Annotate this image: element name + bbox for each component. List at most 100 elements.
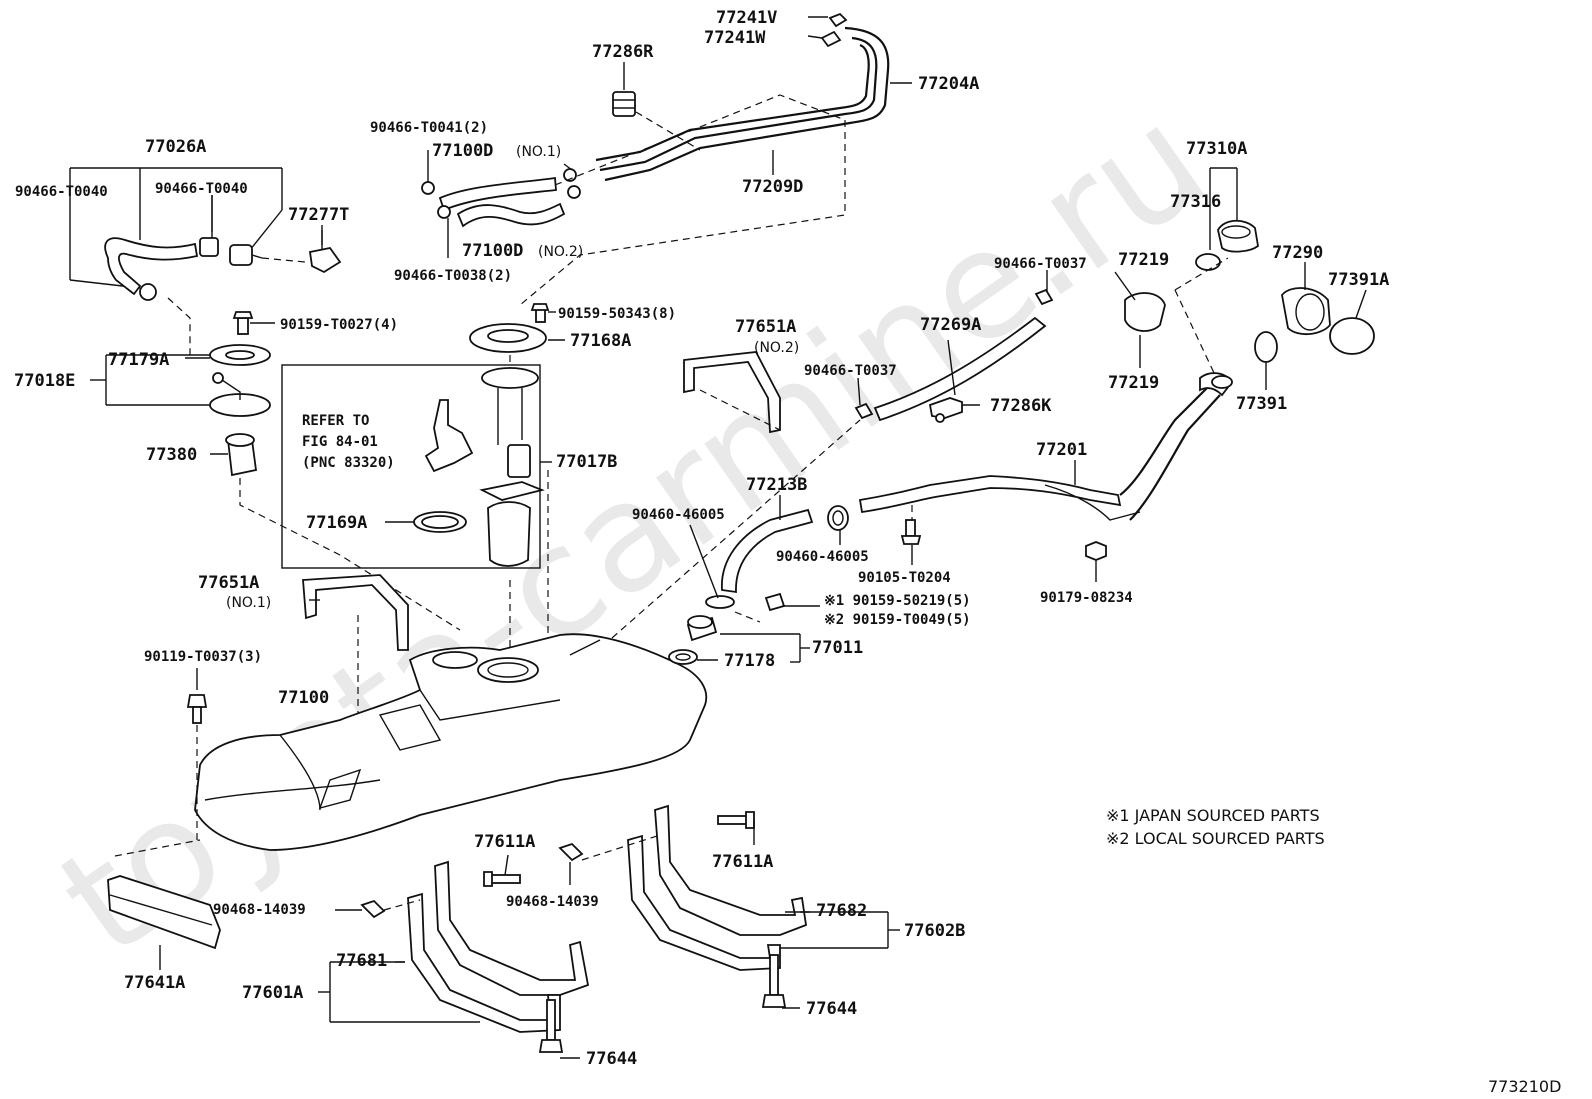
label-77286k[interactable]: 77286K xyxy=(990,396,1052,416)
clip-90466-t0037-top[interactable] xyxy=(1034,288,1054,306)
clip-90466-t0037-mid[interactable] xyxy=(854,402,874,420)
label-77169a[interactable]: 77169A xyxy=(306,513,367,533)
label-77681[interactable]: 77681 xyxy=(336,951,387,971)
label-77380[interactable]: 77380 xyxy=(146,445,197,465)
label-90159-50219[interactable]: ※1 90159-50219(5) xyxy=(824,593,971,609)
band-77682[interactable] xyxy=(627,804,807,971)
label-77316[interactable]: 77316 xyxy=(1170,192,1221,212)
label-90159-t0027[interactable]: 90159-T0027(4) xyxy=(280,317,398,333)
label-90460-46005-a[interactable]: 90460-46005 xyxy=(632,507,725,523)
label-77100[interactable]: 77100 xyxy=(278,688,329,708)
label-77018e[interactable]: 77018E xyxy=(14,371,75,391)
hose-77100d-no2[interactable] xyxy=(456,202,566,228)
clip-77241v[interactable] xyxy=(828,12,848,28)
gasket-77169a[interactable] xyxy=(413,511,467,533)
label-77277t[interactable]: 77277T xyxy=(288,205,349,225)
label-90468-14039-a[interactable]: 90468-14039 xyxy=(213,902,306,918)
label-90179-08234[interactable]: 90179-08234 xyxy=(1040,590,1133,606)
fuel-filter-77380[interactable] xyxy=(225,433,258,477)
label-77391a[interactable]: 77391A xyxy=(1328,270,1389,290)
label-90466-t0037-b[interactable]: 90466-T0037 xyxy=(804,363,897,379)
label-90466-t0040-b[interactable]: 90466-T0040 xyxy=(155,181,248,197)
label-77611a-a[interactable]: 77611A xyxy=(474,832,535,852)
seal-77391[interactable] xyxy=(1254,331,1278,363)
seal-77391a[interactable] xyxy=(1329,317,1375,355)
label-77178[interactable]: 77178 xyxy=(724,651,775,671)
bolt-90159-t0027[interactable] xyxy=(232,311,254,335)
label-77100d-no1[interactable]: 77100D xyxy=(432,141,493,161)
filler-pipe-sub-77011[interactable] xyxy=(686,615,718,642)
label-77241w[interactable]: 77241W xyxy=(704,28,766,48)
gasket-77179a[interactable] xyxy=(209,344,271,366)
retainer-ring-77168a[interactable] xyxy=(469,323,547,353)
label-77017b[interactable]: 77017B xyxy=(556,452,617,472)
label-77682[interactable]: 77682 xyxy=(816,901,867,921)
label-77168a[interactable]: 77168A xyxy=(570,331,631,351)
cap-gasket-77316[interactable] xyxy=(1195,253,1221,271)
protector-77651a-no1[interactable] xyxy=(302,574,409,651)
label-90119-t0037[interactable]: 90119-T0037(3) xyxy=(144,649,262,665)
label-77011[interactable]: 77011 xyxy=(812,638,863,658)
label-90466-t0041[interactable]: 90466-T0041(2) xyxy=(370,120,488,136)
inlet-housing-77290[interactable] xyxy=(1281,287,1331,335)
label-77213b[interactable]: 77213B xyxy=(746,475,807,495)
breather-hose-77269a[interactable] xyxy=(873,316,1047,422)
clip-90468-14039-right[interactable] xyxy=(558,842,584,862)
bolt-90105-t0204[interactable] xyxy=(900,519,922,545)
label-77611a-b[interactable]: 77611A xyxy=(712,852,773,872)
label-90105-t0204[interactable]: 90105-T0204 xyxy=(858,570,951,586)
nut-90179-08234[interactable] xyxy=(1085,541,1107,561)
bolt-90159-50343[interactable] xyxy=(530,303,550,323)
label-77204a[interactable]: 77204A xyxy=(918,74,979,94)
filler-pipe-77201[interactable] xyxy=(858,372,1234,521)
grommet-77219-top[interactable] xyxy=(1124,292,1166,332)
bolt-77644-right[interactable] xyxy=(761,954,787,1008)
label-77201[interactable]: 77201 xyxy=(1036,440,1087,460)
label-77219-b[interactable]: 77219 xyxy=(1108,373,1159,393)
clamp-77286r[interactable] xyxy=(612,91,636,117)
label-77644-b[interactable]: 77644 xyxy=(806,999,857,1019)
hose-77100d-no1[interactable] xyxy=(438,176,557,212)
hose-clamp-90460-46005-lower[interactable] xyxy=(705,595,735,609)
filler-hose-77213b[interactable] xyxy=(721,508,814,594)
label-77269a[interactable]: 77269A xyxy=(920,315,981,335)
refer-line2[interactable]: FIG 84-01 xyxy=(302,434,378,450)
fuel-cap-77310a[interactable] xyxy=(1217,219,1259,253)
fuel-pump-reference[interactable] xyxy=(424,399,474,473)
label-77602b[interactable]: 77602B xyxy=(904,921,965,941)
label-77290[interactable]: 77290 xyxy=(1272,243,1323,263)
label-77219-a[interactable]: 77219 xyxy=(1118,250,1169,270)
hose-77026a[interactable] xyxy=(104,237,219,301)
label-90159-50343[interactable]: 90159-50343(8) xyxy=(558,306,676,322)
hose-clamps-top[interactable] xyxy=(421,150,581,258)
bolt-77611a-left[interactable] xyxy=(483,871,521,887)
gasket-77178[interactable] xyxy=(668,649,698,665)
label-90466-t0038[interactable]: 90466-T0038(2) xyxy=(394,268,512,284)
label-90159-t0049[interactable]: ※2 90159-T0049(5) xyxy=(824,612,971,628)
protector-77641a[interactable] xyxy=(107,875,221,950)
fuel-pump-assembly-77017b[interactable] xyxy=(479,367,545,501)
label-77651a-no2[interactable]: 77651A xyxy=(735,317,796,337)
label-77100d-no2[interactable]: 77100D xyxy=(462,241,523,261)
charcoal-canister-valve-77277t[interactable] xyxy=(229,230,342,274)
bolt-90159-50219[interactable] xyxy=(764,592,786,612)
clip-90468-14039-left[interactable] xyxy=(360,899,386,919)
clamp-77286k[interactable] xyxy=(928,397,963,423)
label-90466-t0037-a[interactable]: 90466-T0037 xyxy=(994,256,1087,272)
fuel-tank-77100[interactable] xyxy=(194,633,708,851)
label-77641a[interactable]: 77641A xyxy=(124,973,185,993)
label-77601a[interactable]: 77601A xyxy=(242,983,303,1003)
vapor-line-assembly-77209d[interactable] xyxy=(595,26,890,182)
hose-clamp-90460-46005-upper[interactable] xyxy=(827,505,849,531)
bolt-77644-left[interactable] xyxy=(538,999,564,1053)
label-90460-46005-b[interactable]: 90460-46005 xyxy=(776,549,869,565)
label-77026a[interactable]: 77026A xyxy=(145,137,206,157)
gauge-sender-77018e[interactable] xyxy=(209,372,271,417)
label-77310a[interactable]: 77310A xyxy=(1186,139,1247,159)
clip-77241w[interactable] xyxy=(820,30,842,48)
label-90466-t0040-a[interactable]: 90466-T0040 xyxy=(15,184,108,200)
label-77209d[interactable]: 77209D xyxy=(742,177,803,197)
label-77179a[interactable]: 77179A xyxy=(108,350,169,370)
pump-sock-filter[interactable] xyxy=(487,501,531,567)
label-77286r[interactable]: 77286R xyxy=(592,42,654,62)
